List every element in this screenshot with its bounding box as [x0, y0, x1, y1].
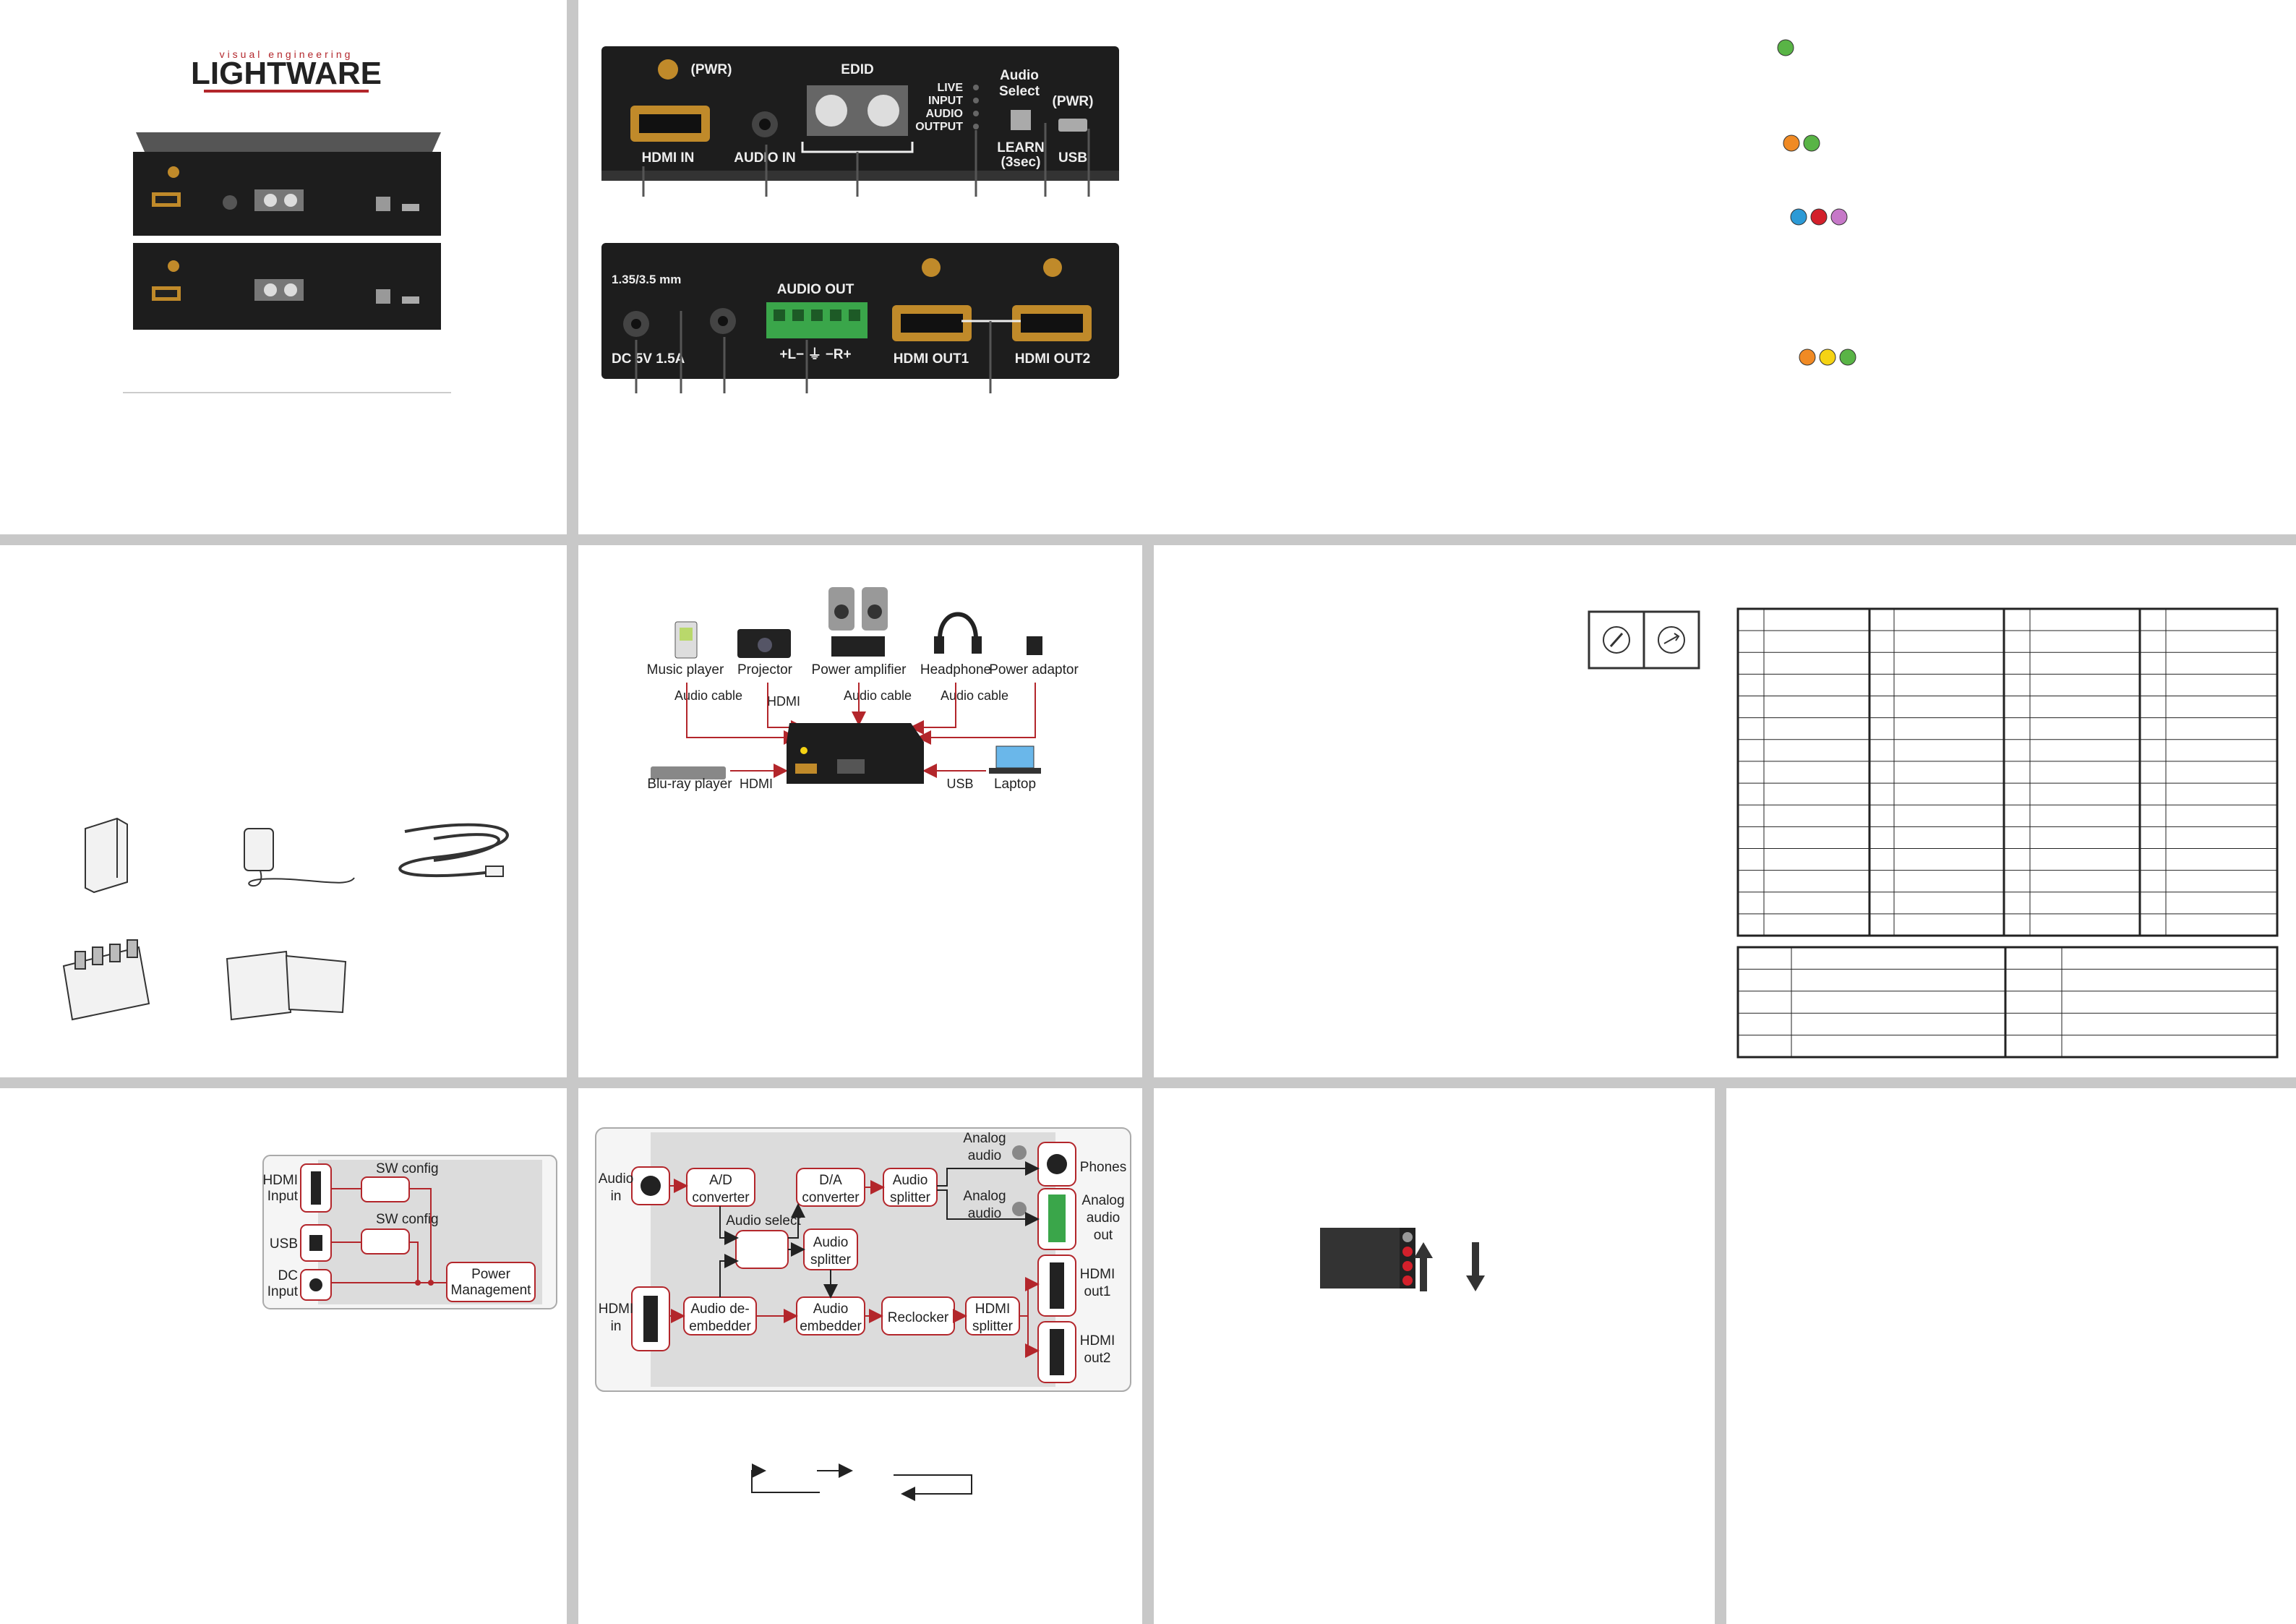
tool-icon-box	[1588, 610, 1700, 670]
svg-text:Audio de-: Audio de-	[690, 1302, 749, 1317]
divider-v2	[1142, 545, 1154, 1624]
svg-text:Phones: Phones	[1080, 1160, 1126, 1175]
svg-text:Audio cable: Audio cable	[844, 688, 912, 703]
svg-text:out: out	[1094, 1228, 1113, 1243]
svg-text:HDMI OUT2: HDMI OUT2	[1015, 351, 1091, 367]
product-photo-top	[133, 132, 441, 236]
svg-text:HDMI: HDMI	[599, 1302, 634, 1317]
svg-text:(PWR): (PWR)	[1053, 94, 1094, 109]
svg-text:Input: Input	[267, 1284, 299, 1299]
svg-text:Power: Power	[471, 1267, 511, 1282]
divider-v3	[1715, 1088, 1726, 1624]
svg-text:DC 5V 1.5A: DC 5V 1.5A	[612, 351, 685, 367]
svg-text:Select: Select	[999, 84, 1040, 99]
svg-text:in: in	[611, 1189, 622, 1204]
svg-text:(3sec): (3sec)	[1001, 155, 1041, 170]
table-large	[1736, 607, 2279, 937]
svg-text:Audio: Audio	[1000, 68, 1039, 83]
svg-text:DC: DC	[278, 1268, 298, 1283]
svg-text:SW config: SW config	[376, 1212, 439, 1227]
svg-text:audio: audio	[1087, 1210, 1121, 1226]
svg-text:embedder: embedder	[689, 1319, 751, 1334]
svg-text:Laptop: Laptop	[994, 777, 1036, 792]
svg-text:HDMI: HDMI	[740, 777, 773, 791]
svg-text:Analog: Analog	[1081, 1193, 1124, 1208]
svg-text:Input: Input	[267, 1189, 299, 1204]
divider-v1	[567, 0, 578, 1624]
svg-text:Music player: Music player	[647, 662, 724, 678]
svg-text:INPUT: INPUT	[928, 95, 963, 107]
svg-text:Power adaptor: Power adaptor	[989, 662, 1079, 678]
divider-h1	[0, 534, 2296, 545]
svg-text:USB: USB	[1058, 150, 1087, 166]
power-diagram: HDMI Input USB DC Input SW config SW con…	[262, 1155, 557, 1309]
svg-text:Audio cable: Audio cable	[674, 688, 742, 703]
svg-text:converter: converter	[802, 1190, 860, 1205]
brand-logo: visual engineering LIGHTWARE	[191, 48, 382, 93]
connection-diagram: Music player Projector Power amplifier H…	[647, 587, 1079, 792]
front-panel: (PWR) HDMI IN AUDIO IN EDID LIVE INPUT A…	[601, 46, 1119, 197]
svg-text:1.35/3.5 mm: 1.35/3.5 mm	[612, 273, 681, 286]
svg-text:USB: USB	[946, 777, 973, 791]
svg-text:HDMI: HDMI	[1080, 1333, 1115, 1349]
svg-text:Headphone: Headphone	[920, 662, 991, 678]
svg-text:audio: audio	[968, 1206, 1002, 1221]
svg-text:audio: audio	[968, 1148, 1002, 1163]
svg-text:embedder: embedder	[800, 1319, 862, 1334]
cover-rule	[123, 392, 451, 393]
rear-panel: 1.35/3.5 mm DC 5V 1.5A AUDIO OUT +L− ⏚ −…	[601, 243, 1119, 393]
svg-text:OUTPUT: OUTPUT	[915, 121, 963, 133]
svg-text:LIGHTWARE: LIGHTWARE	[191, 56, 382, 91]
product-photo-bottom	[133, 243, 441, 330]
svg-text:Projector: Projector	[737, 662, 793, 678]
svg-text:splitter: splitter	[810, 1252, 852, 1268]
svg-text:USB: USB	[270, 1236, 298, 1252]
svg-text:out1: out1	[1084, 1284, 1111, 1299]
svg-text:Audio: Audio	[893, 1173, 928, 1188]
box-contents	[62, 817, 509, 1021]
svg-text:+L− ⏚ −R+: +L− ⏚ −R+	[779, 346, 851, 362]
svg-text:AUDIO OUT: AUDIO OUT	[777, 282, 854, 297]
svg-text:(PWR): (PWR)	[691, 62, 732, 77]
svg-text:Blu-ray player: Blu-ray player	[647, 777, 732, 792]
svg-text:HDMI: HDMI	[262, 1173, 298, 1188]
arrow-down-icon	[1466, 1242, 1485, 1291]
svg-text:Audio: Audio	[599, 1171, 634, 1187]
svg-text:visual engineering: visual engineering	[220, 48, 354, 60]
svg-text:HDMI: HDMI	[1080, 1267, 1115, 1282]
svg-text:AUDIO: AUDIO	[925, 108, 963, 120]
svg-text:out2: out2	[1084, 1351, 1111, 1366]
svg-text:Audio: Audio	[813, 1302, 849, 1317]
svg-text:in: in	[611, 1319, 622, 1334]
svg-text:Audio: Audio	[813, 1235, 849, 1250]
table-small	[1736, 946, 2279, 1059]
svg-text:HDMI: HDMI	[767, 694, 800, 709]
svg-text:Power amplifier: Power amplifier	[812, 662, 907, 678]
block-diagram: Audio in A/D converter D/A converter Audio s…	[595, 1127, 1131, 1392]
svg-text:A/D: A/D	[709, 1173, 732, 1188]
svg-text:Analog: Analog	[963, 1189, 1006, 1204]
svg-text:converter: converter	[692, 1190, 750, 1205]
loop-arrows	[751, 1463, 972, 1501]
svg-text:Reclocker: Reclocker	[888, 1310, 949, 1325]
arrow-up-icon	[1414, 1242, 1433, 1291]
led-status-module	[1320, 1228, 1415, 1288]
svg-text:LIVE: LIVE	[937, 82, 963, 94]
svg-text:splitter: splitter	[890, 1190, 931, 1205]
svg-text:AUDIO IN: AUDIO IN	[734, 150, 796, 166]
svg-text:LEARN: LEARN	[997, 140, 1044, 155]
led-legend	[1777, 39, 1856, 366]
svg-text:HDMI OUT1: HDMI OUT1	[894, 351, 969, 367]
svg-text:HDMI: HDMI	[975, 1302, 1011, 1317]
svg-text:HDMI IN: HDMI IN	[642, 150, 695, 166]
svg-text:splitter: splitter	[972, 1319, 1014, 1334]
svg-text:Audio select: Audio select	[726, 1213, 801, 1228]
svg-text:Audio cable: Audio cable	[941, 688, 1008, 703]
svg-text:D/A: D/A	[819, 1173, 842, 1188]
svg-text:EDID: EDID	[841, 62, 873, 77]
svg-text:Management: Management	[451, 1283, 532, 1298]
svg-text:SW config: SW config	[376, 1161, 439, 1176]
svg-text:Analog: Analog	[963, 1131, 1006, 1146]
